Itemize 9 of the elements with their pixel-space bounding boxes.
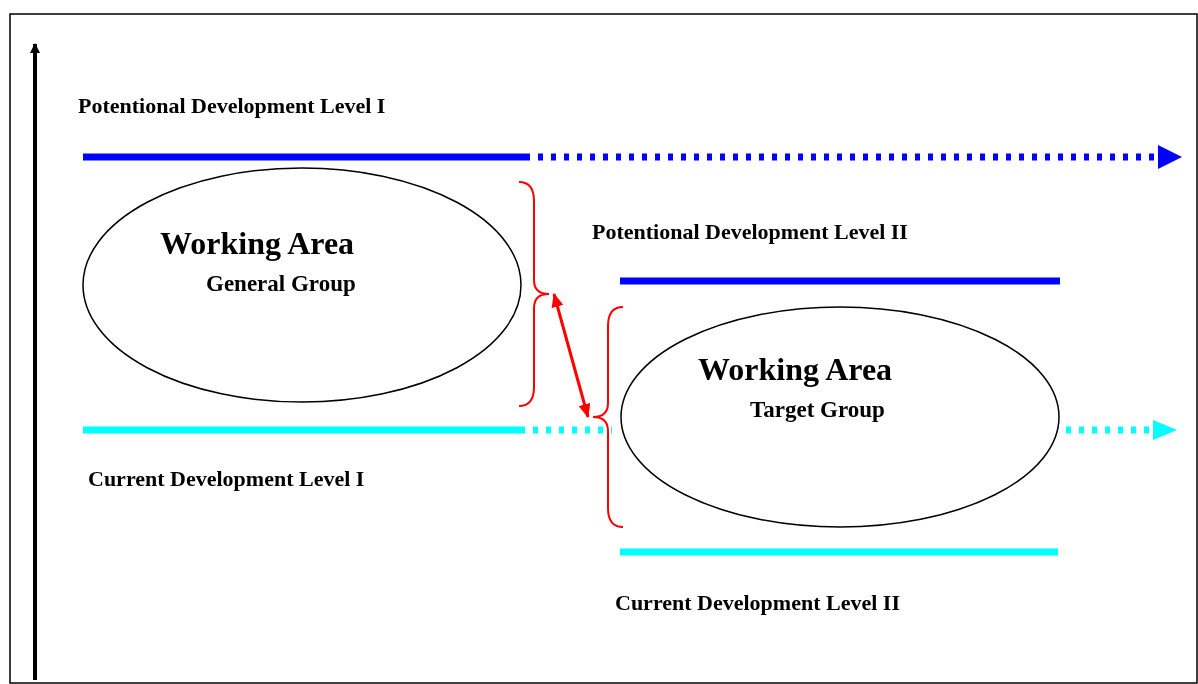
level-label: Current Development Level I — [88, 466, 365, 492]
group-label: General Group — [206, 271, 356, 297]
level-label: Current Development Level II — [615, 590, 900, 616]
area-title: Working Area — [698, 351, 893, 388]
level-label: Potentional Development Level II — [592, 219, 908, 245]
level-label: Potentional Development Level I — [78, 93, 386, 119]
area-title: Working Area — [160, 225, 355, 262]
group-label: Target Group — [750, 397, 885, 423]
double-arrow — [551, 293, 591, 418]
